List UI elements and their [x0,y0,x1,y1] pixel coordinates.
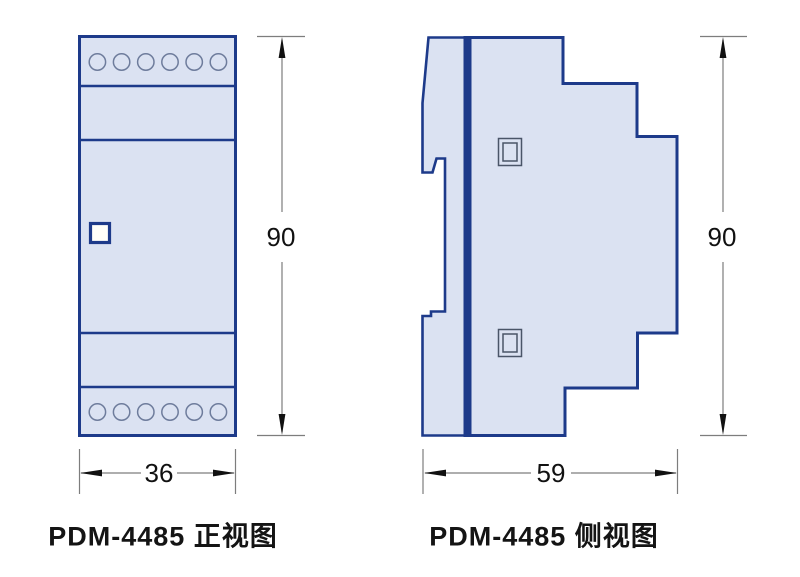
side-mounting-plate [463,36,473,437]
terminal-hole-icon [136,53,155,71]
arrow-left-icon [80,469,102,477]
side-width-dimension [422,449,679,494]
terminal-hole-icon [112,53,131,71]
square-screw-slot-icon [497,137,523,167]
arrow-down-icon [278,414,286,435]
front-width-dimension [78,449,237,494]
arrow-left-icon [424,469,446,477]
side-screw-slot-top [497,137,523,167]
terminal-hole-icon [112,403,131,421]
front-bottom-terminal-row [88,403,228,421]
terminal-hole-icon [209,53,228,71]
arrow-right-icon [655,469,677,477]
arrow-down-icon [719,414,727,435]
side-width-value: 59 [536,458,566,488]
side-height-dimension [700,35,747,437]
front-height-dimension [257,35,305,437]
side-view-caption: PDM-4485 侧视图 [429,521,659,552]
arrow-up-icon [719,37,727,58]
square-screw-slot-icon [497,328,523,358]
side-din-clip-profile [421,36,468,437]
terminal-hole-icon [185,403,204,421]
terminal-hole-icon [88,53,107,71]
side-housing-profile [468,36,679,437]
arrow-up-icon [278,37,286,58]
side-height-value: 90 [707,222,737,252]
square-indicator-window-icon [88,221,112,245]
square-screw-slot-inner [502,333,518,353]
arrow-right-icon [213,469,235,477]
terminal-hole-icon [185,53,204,71]
front-view [78,35,237,437]
square-screw-slot-inner [502,142,518,162]
front-width-value: 36 [144,458,174,488]
front-top-terminal-row [88,53,228,71]
side-view [421,36,679,437]
terminal-hole-icon [88,403,107,421]
front-height-value: 90 [266,222,296,252]
terminal-hole-icon [136,403,155,421]
front-view-caption: PDM-4485 正视图 [48,521,278,552]
terminal-hole-icon [161,403,179,421]
terminal-hole-icon [209,403,228,421]
terminal-hole-icon [161,53,179,71]
side-screw-slot-bottom [497,328,523,358]
